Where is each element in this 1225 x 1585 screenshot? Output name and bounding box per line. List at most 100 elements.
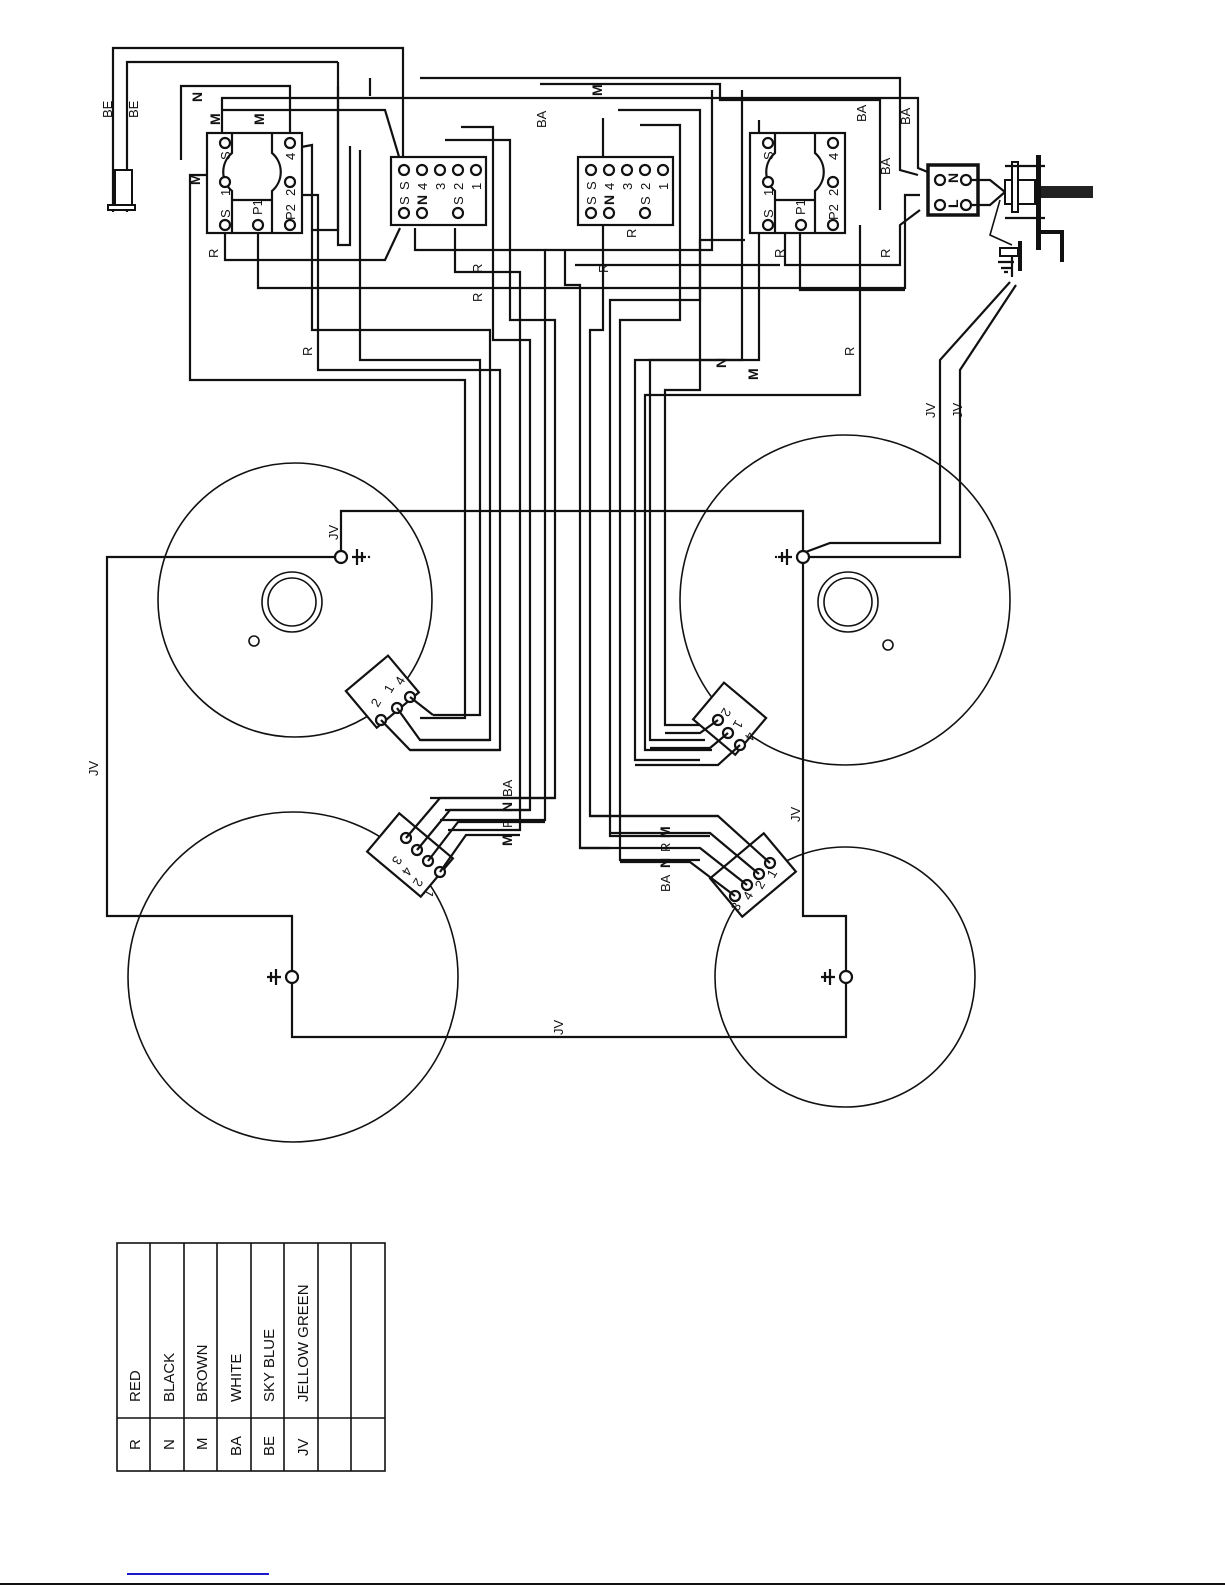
legend-row: BE SKY BLUE <box>261 1329 278 1456</box>
earth-wiring <box>107 282 1016 1037</box>
wire-label-ba: BA <box>658 874 673 892</box>
earth-terminal-bottom-left <box>267 969 298 985</box>
pin-label: 1 <box>761 189 776 196</box>
legend-color: RED <box>127 1370 144 1402</box>
wire-label-m: M <box>251 113 267 125</box>
wire-label-jv: JV <box>950 403 965 419</box>
pin-label: 1 <box>218 189 233 196</box>
mains-switch: N L <box>928 165 978 215</box>
legend-row: JV JELLOW GREEN <box>295 1284 312 1456</box>
legend-code: BE <box>261 1436 278 1456</box>
wire-label-be: BE <box>100 100 115 118</box>
legend-row: N BLACK <box>161 1353 178 1450</box>
color-legend-table: R RED N BLACK M BROWN BA WHITE BE SKY BL… <box>117 1243 385 1471</box>
terminal-block-bottom-right: 3 4 2 1 <box>710 833 796 916</box>
wire-label-be: BE <box>126 100 141 118</box>
wire-label-ba: BA <box>898 107 913 125</box>
wire-label-m: M <box>589 84 605 96</box>
pin-label: N <box>945 173 961 183</box>
wire-label-jv: JV <box>923 403 938 419</box>
wire-label-r: R <box>624 229 639 238</box>
wire-label-r: R <box>300 347 315 356</box>
wire-label-m: M <box>207 113 223 125</box>
wire-label-jv: JV <box>551 1020 566 1036</box>
legend-code: BA <box>228 1436 245 1456</box>
wire-label-n: N <box>499 802 515 812</box>
pin-label: P1 <box>793 199 808 215</box>
wire-label-r: R <box>878 249 893 258</box>
earth-terminal-top-right <box>775 549 809 565</box>
legend-color: JELLOW GREEN <box>295 1284 312 1402</box>
wire-label-m: M <box>187 173 203 185</box>
wire-label-r: R <box>470 293 485 302</box>
pin-label: S <box>218 209 233 218</box>
selector-switch-left: S 4 3 2 1 S N S <box>391 157 486 225</box>
earth-terminal-mains <box>998 241 1022 277</box>
terminal-block-top-left: 2 1 4 <box>346 656 419 728</box>
pin-label: 3 <box>433 183 448 190</box>
wire-label-r: R <box>772 249 787 258</box>
legend-code: R <box>127 1439 144 1450</box>
pin-label: 4 <box>826 153 841 160</box>
terminal-block-bottom-left: 3 4 2 1 <box>367 813 453 900</box>
wire-label-jv: JV <box>86 761 101 777</box>
pin-label: 2 <box>826 189 841 196</box>
legend-row: R RED <box>127 1370 144 1450</box>
pin-label: S <box>638 196 653 205</box>
pin-label: P1 <box>250 199 265 215</box>
earth-terminal-bottom-right <box>821 969 852 985</box>
pin-label: P2 <box>826 204 841 220</box>
wire-label-n: N <box>189 92 205 102</box>
energy-regulator-right: S 4 1 2 S P1 P2 <box>750 133 845 233</box>
mains-terminal-connector <box>971 155 1093 262</box>
wire-label-jv: JV <box>326 525 341 541</box>
pin-label: P2 <box>283 204 298 220</box>
wire-label-r: R <box>206 249 221 258</box>
wire-label-ba: BA <box>854 104 869 122</box>
pin-label: 2 <box>451 183 466 190</box>
page-link-underline[interactable] <box>127 1573 269 1575</box>
selector-switch-right: S 4 3 2 1 S N S <box>578 157 673 225</box>
pin-label: 1 <box>469 183 484 190</box>
wire-label-r: R <box>842 347 857 356</box>
pin-label: S <box>451 196 466 205</box>
pin-label: S <box>397 181 412 190</box>
wire-label-r: R <box>470 264 485 273</box>
legend-row: BA WHITE <box>228 1354 245 1456</box>
wire-label-n: N <box>713 358 729 368</box>
pin-label: S <box>761 151 776 160</box>
legend-code: JV <box>295 1438 312 1456</box>
pin-label: S <box>218 151 233 160</box>
wire-label-ba: BA <box>500 779 515 797</box>
energy-regulator-left: S 4 1 2 S P1 P2 <box>207 133 302 233</box>
pin-label: 4 <box>602 183 617 190</box>
legend-color: BROWN <box>194 1345 211 1403</box>
legend-code: N <box>161 1439 178 1450</box>
pin-label: S <box>584 196 599 205</box>
legend-row: M BROWN <box>194 1345 211 1451</box>
pin-label: 3 <box>620 183 635 190</box>
pin-label: S <box>584 181 599 190</box>
legend-color: SKY BLUE <box>261 1329 278 1402</box>
pin-label: 2 <box>283 189 298 196</box>
wire-label-n: N <box>657 858 673 868</box>
wire-label-r: R <box>500 819 515 828</box>
pin-label: S <box>397 196 412 205</box>
wire-label-jv: JV <box>788 807 803 823</box>
pin-label: 2 <box>638 183 653 190</box>
pin-label: 1 <box>421 887 438 901</box>
wire-label-ba: BA <box>878 157 893 175</box>
pin-label: N <box>601 195 617 205</box>
pin-label: L <box>945 199 961 208</box>
wire-label-m: M <box>499 834 515 846</box>
wire-label-ba: BA <box>534 110 549 128</box>
pin-label: 4 <box>283 153 298 160</box>
wire-label-r: R <box>658 843 673 852</box>
wire-label-m: M <box>745 368 761 380</box>
legend-color: WHITE <box>228 1354 245 1402</box>
earth-terminal-top-left <box>335 549 370 565</box>
pin-label: N <box>414 195 430 205</box>
terminal-block-top-right: 2 1 4 <box>693 683 766 755</box>
pin-label: 4 <box>415 183 430 190</box>
